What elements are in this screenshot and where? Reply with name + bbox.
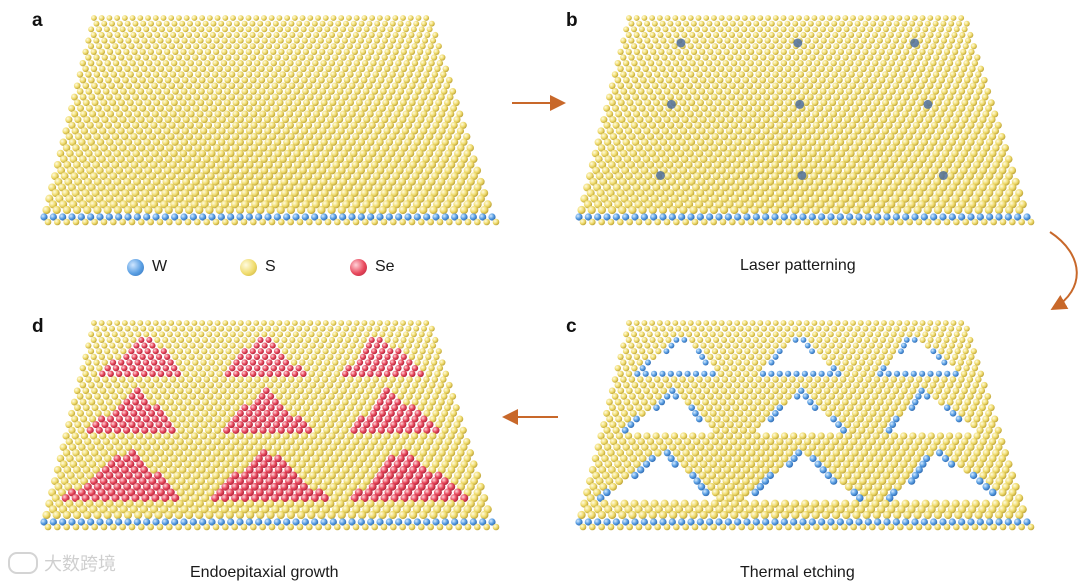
legend-label-s: S (265, 258, 276, 276)
panel-b-label: b (566, 10, 578, 32)
legend-item-w: W (127, 258, 167, 276)
panel-d-caption: Endoepitaxial growth (190, 564, 339, 582)
legend-item-s: S (240, 258, 276, 276)
legend-item-se: Se (350, 258, 395, 276)
watermark: 大数跨境 (8, 550, 116, 576)
arrow-b-to-c (1050, 232, 1077, 308)
panel-a (30, 10, 510, 235)
watermark-logo-icon (8, 552, 38, 574)
legend-label-se: Se (375, 258, 395, 276)
thermally-etched-lattice (565, 315, 1045, 540)
laser-patterned-lattice (565, 10, 1045, 235)
panel-d-label: d (32, 316, 44, 338)
pristine-monolayer-lattice (30, 10, 510, 235)
panel-c (565, 315, 1045, 540)
panel-b-caption: Laser patterning (740, 257, 856, 275)
watermark-text: 大数跨境 (44, 550, 116, 576)
sulfur-atom-icon (240, 259, 257, 276)
panel-b (565, 10, 1045, 235)
panel-a-label: a (32, 10, 43, 32)
tungsten-atom-icon (127, 259, 144, 276)
panel-c-caption: Thermal etching (740, 564, 855, 582)
panel-d (30, 315, 510, 540)
panel-c-label: c (566, 316, 577, 338)
endoepitaxial-lattice (30, 315, 510, 540)
legend-label-w: W (152, 258, 167, 276)
selenium-atom-icon (350, 259, 367, 276)
